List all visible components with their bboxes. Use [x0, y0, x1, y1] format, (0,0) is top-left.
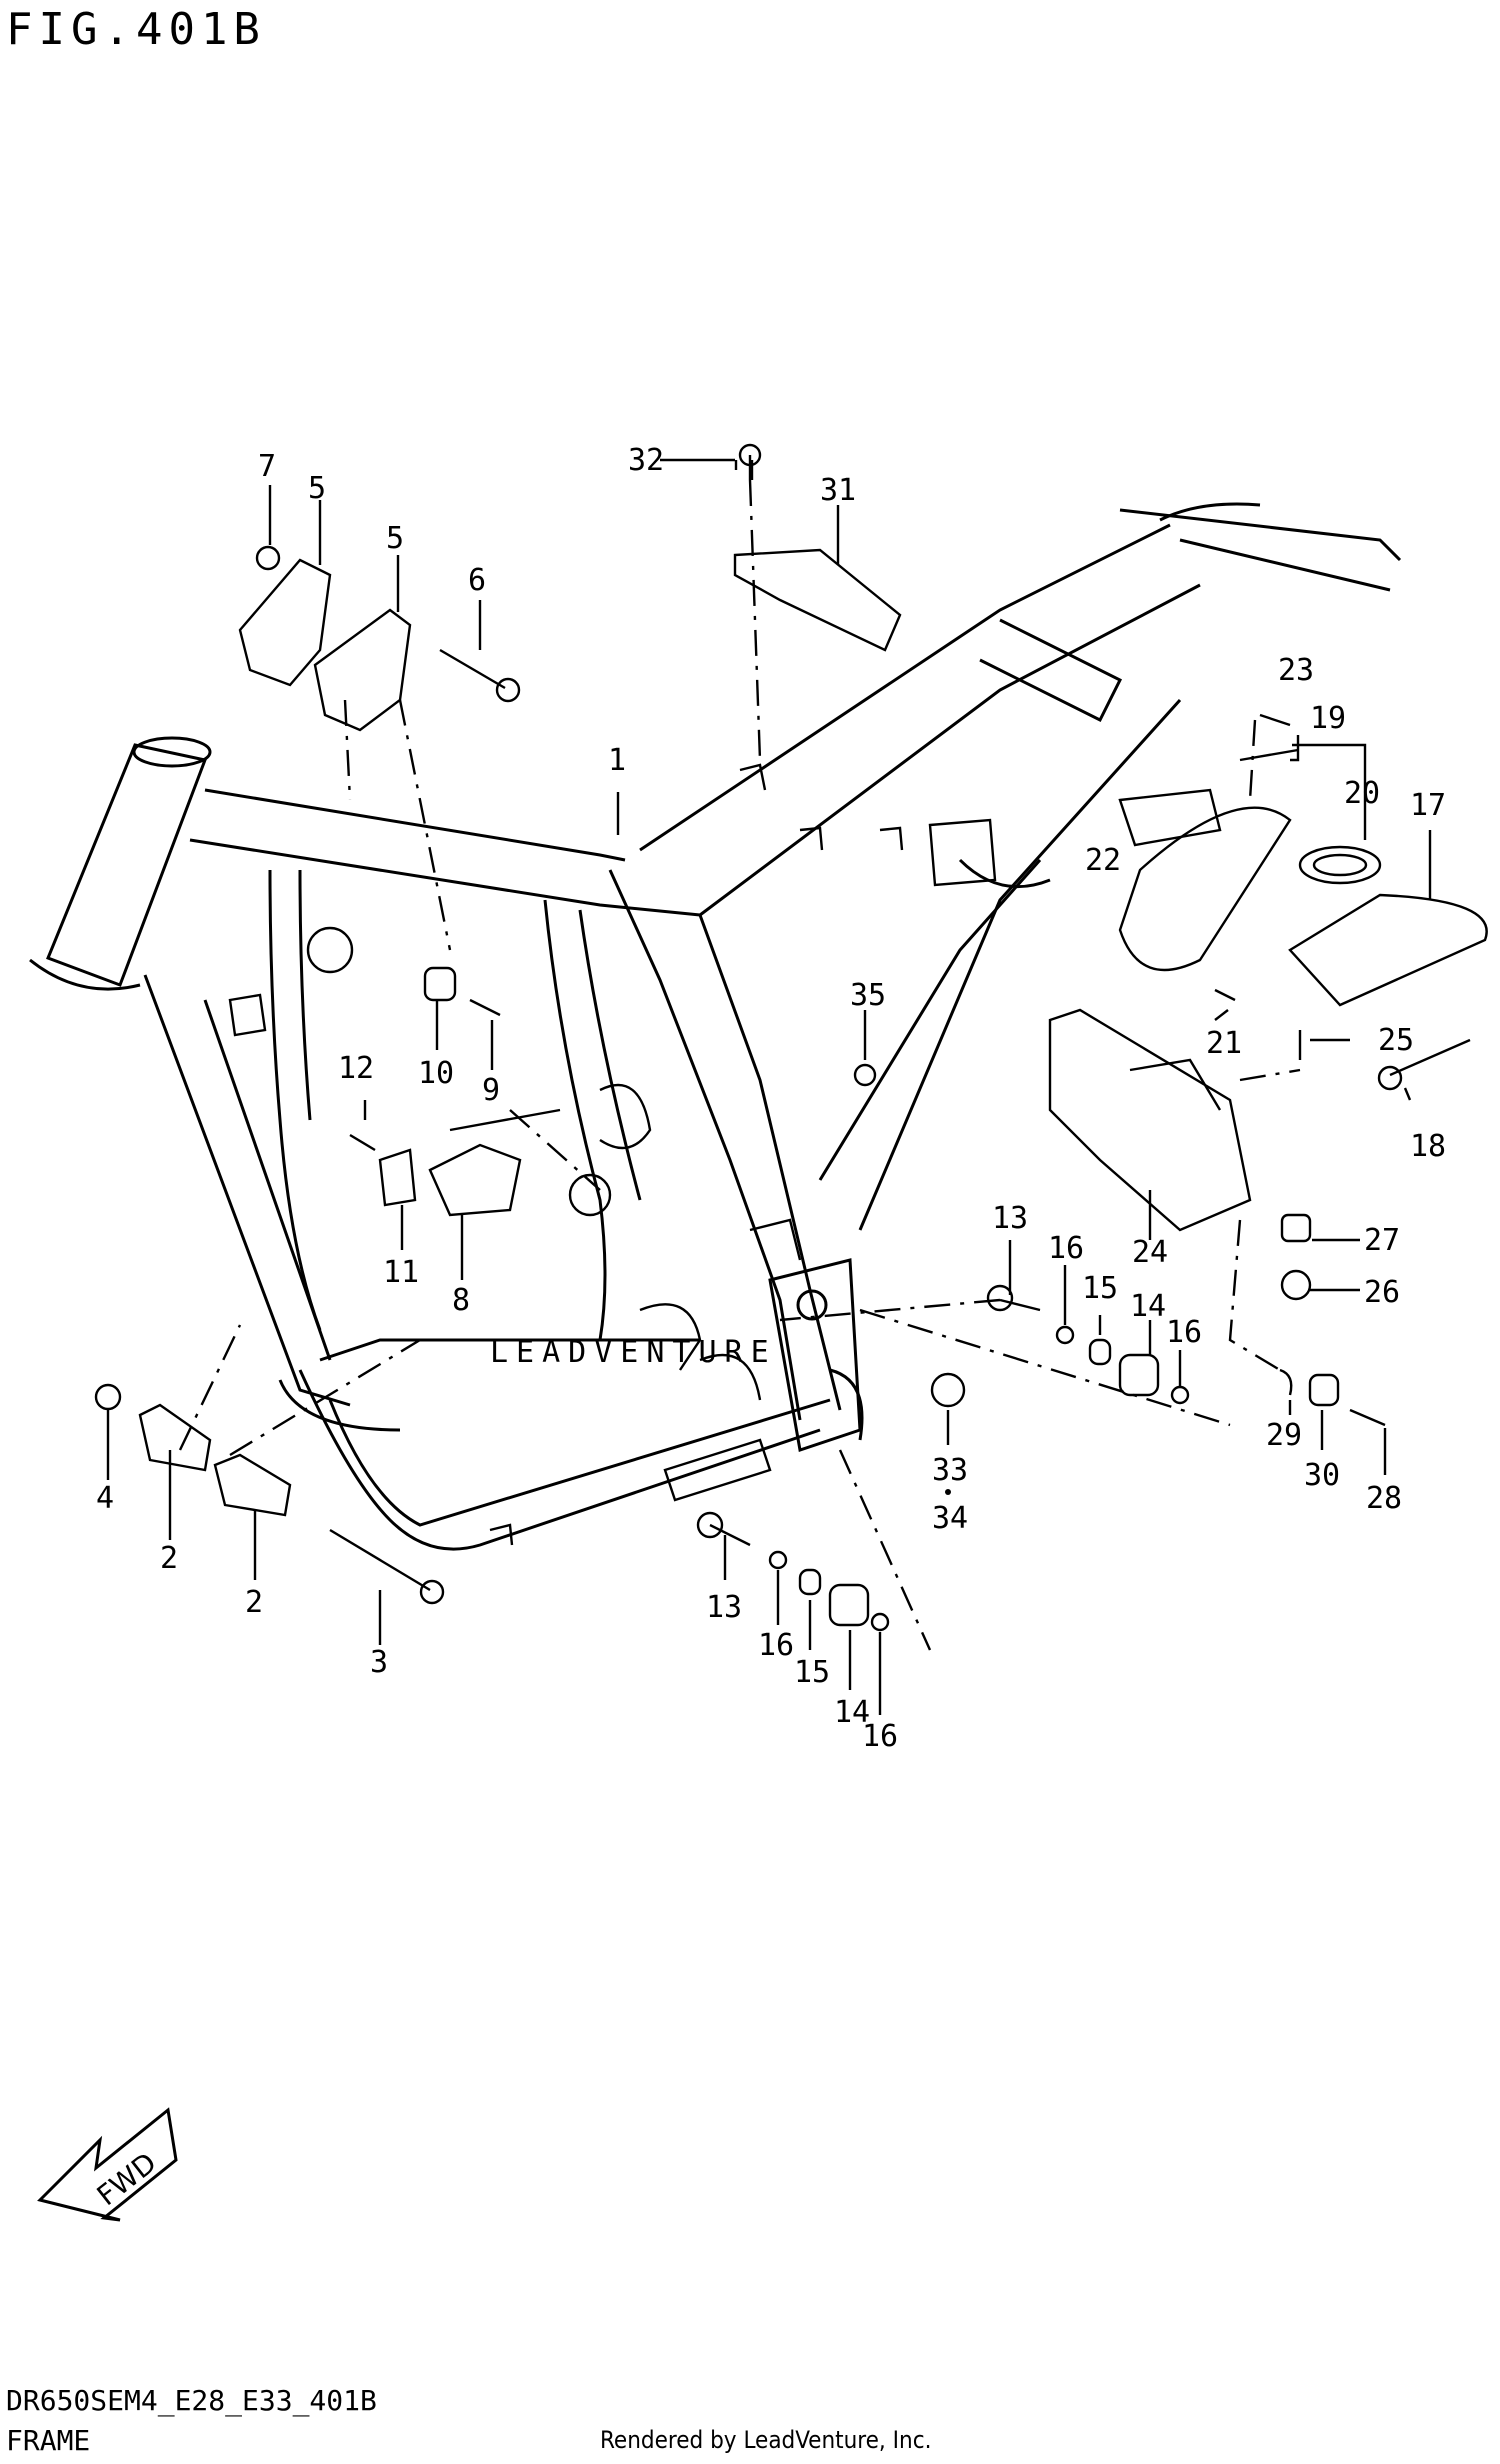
callout-3: 3	[370, 1645, 388, 1680]
callout-2-lower: 2	[245, 1585, 263, 1620]
callout-12: 12	[338, 1051, 374, 1086]
callout-17: 17	[1410, 788, 1446, 823]
assembly-lines	[178, 479, 1301, 1651]
section-name: FRAME	[6, 2424, 91, 2457]
leader-lines	[106, 458, 1432, 1715]
callout-30: 30	[1304, 1458, 1340, 1493]
callout-14-lower: 14	[834, 1695, 870, 1730]
callout-13-lower: 13	[706, 1590, 742, 1625]
callout-34: 34	[932, 1501, 968, 1536]
callout-15-upper: 15	[1082, 1271, 1118, 1306]
callout-14-upper: 14	[1130, 1289, 1166, 1324]
callout-24: 24	[1132, 1235, 1168, 1270]
callout-16-upper-left: 16	[1048, 1231, 1084, 1266]
callout-16-upper-right: 16	[1166, 1315, 1202, 1350]
callout-23: 23	[1278, 653, 1314, 688]
callout-1: 1	[608, 743, 626, 778]
callout-16-lower-right: 16	[862, 1719, 898, 1754]
callout-13-upper: 13	[992, 1201, 1028, 1236]
callout-33: 33	[932, 1453, 968, 1488]
fwd-label: FWD	[91, 2146, 163, 2212]
callout-22: 22	[1085, 843, 1121, 878]
callout-28: 28	[1366, 1481, 1402, 1516]
callout-15-lower: 15	[794, 1655, 830, 1690]
callout-labels: 1 2 2 3 4 5 5 6 7 8 9 10 11 12 13 13 14 …	[96, 443, 1446, 1754]
callout-2-upper: 2	[160, 1541, 178, 1576]
callout-18: 18	[1410, 1129, 1446, 1164]
callout-26: 26	[1364, 1275, 1400, 1310]
callout-32: 32	[628, 443, 664, 478]
figure-title: FIG.401B	[6, 4, 266, 55]
callout-9: 9	[482, 1073, 500, 1108]
callout-19: 19	[1310, 701, 1346, 736]
callout-6: 6	[468, 563, 486, 598]
callout-4: 4	[96, 1481, 114, 1516]
callout-21: 21	[1206, 1026, 1242, 1061]
callout-11: 11	[383, 1255, 419, 1290]
callout-5-right: 5	[386, 521, 404, 556]
callout-25: 25	[1378, 1023, 1414, 1058]
render-credit: Rendered by LeadVenture, Inc.	[600, 2426, 932, 2454]
callout-8: 8	[452, 1283, 470, 1318]
model-code: DR650SEM4_E28_E33_401B	[6, 2384, 377, 2417]
callout-29: 29	[1266, 1418, 1302, 1453]
callout-5-left: 5	[308, 471, 326, 506]
callout-35: 35	[850, 978, 886, 1013]
callout-16-lower-left: 16	[758, 1628, 794, 1663]
callout-20: 20	[1344, 776, 1380, 811]
main-frame	[29, 443, 1488, 1632]
callout-27: 27	[1364, 1223, 1400, 1258]
callout-31: 31	[820, 473, 856, 508]
callout-7: 7	[258, 449, 276, 484]
callout-10: 10	[418, 1056, 454, 1091]
fwd-arrow: FWD	[37, 2107, 178, 2222]
